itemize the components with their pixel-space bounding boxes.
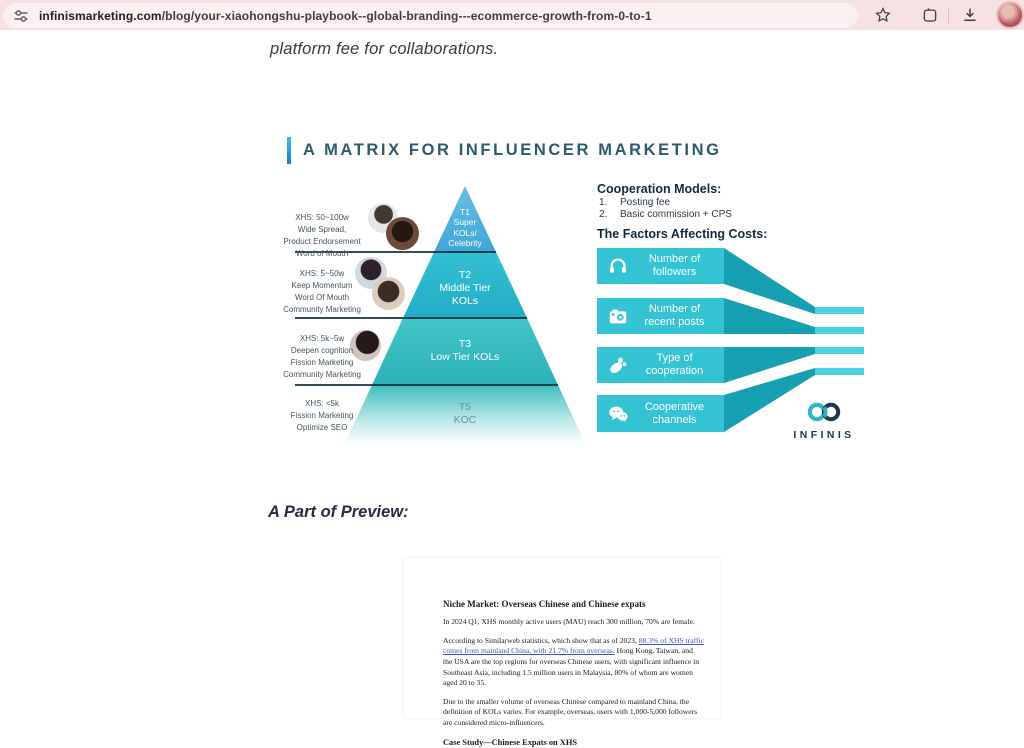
factor-card-recent-posts: Number of recent posts	[597, 298, 724, 334]
logo-text: INFINIS	[793, 429, 855, 441]
doc-text: According to Similarweb statistics, whic…	[443, 635, 639, 645]
tier-5-segment	[345, 385, 585, 443]
doc-link[interactable]: 88.3% of XHS traffic comes from mainland…	[443, 635, 704, 656]
preview-heading: A Part of Preview:	[268, 503, 409, 521]
ribbon-2	[724, 298, 815, 334]
url-domain: infinismarketing.com	[39, 8, 162, 23]
stripe-1	[815, 307, 864, 314]
tier-1-description: XHS: 50~100w Wide Spread, Product Endors…	[283, 213, 361, 258]
doc-paragraph-2: According to Similarweb statistics, whic…	[443, 636, 704, 689]
ribbon-3	[724, 347, 815, 383]
doc-text: Hong Kong, Taiwan, and the USA are the t…	[443, 646, 700, 688]
tier-3-description: XHS: 5k~5w Deepen cognition Fission Mark…	[283, 334, 361, 379]
infinity-icon	[807, 402, 841, 422]
infinis-logo: INFINIS	[786, 401, 862, 441]
pyramid-chart	[295, 186, 585, 443]
tier-5-description: XHS: <5k Fission Marketing Optimize SEO	[290, 399, 354, 432]
cooperation-models-title: Cooperation Models:	[597, 182, 722, 196]
stripe-3	[815, 347, 864, 354]
influencer-avatar-t3	[350, 330, 381, 361]
influencer-avatar-t2b	[372, 277, 405, 310]
cost-factors-title: The Factors Affecting Costs:	[597, 227, 768, 241]
influencer-avatar-t1b	[386, 217, 419, 250]
title-accent-bar	[287, 137, 291, 164]
profile-avatar[interactable]	[996, 1, 1024, 29]
doc-title: Niche Market: Overseas Chinese and Chine…	[443, 599, 646, 609]
chat-bubbles-icon	[609, 406, 628, 422]
hand-coins-icon	[610, 357, 627, 374]
download-icon[interactable]	[961, 6, 979, 24]
site-settings-icon[interactable]	[13, 8, 29, 24]
factor-card-cooperation-type: Type of cooperation	[597, 347, 724, 383]
address-bar[interactable]: infinismarketing.com/blog/your-xiaohongs…	[3, 3, 858, 28]
tier-1-segment	[434, 186, 496, 252]
factor-label: Type of cooperation	[645, 352, 704, 377]
factor-label: Number of recent posts	[644, 303, 705, 328]
cooperation-item-2: 2. Basic commission + CPS	[599, 209, 732, 220]
doc-case-study-title: Case Study—Chinese Expats on XHS	[443, 737, 578, 747]
bookmark-star-icon[interactable]	[874, 6, 892, 24]
item-text: Basic commission + CPS	[620, 209, 732, 220]
headset-icon	[610, 258, 626, 273]
url-path: /blog/your-xiaohongshu-playbook--global-…	[161, 8, 652, 23]
intro-paragraph: platform fee for collaborations.	[270, 40, 499, 58]
tier-3-segment	[372, 318, 558, 385]
document-preview: Niche Market: Overseas Chinese and Chine…	[404, 558, 720, 747]
tier-1-label: T1 Super KOLs/ Celebrity	[448, 207, 482, 249]
cooperation-item-1: 1. Posting fee	[599, 197, 670, 208]
url-text[interactable]: infinismarketing.com/blog/your-xiaohongs…	[39, 9, 652, 23]
toolbar-divider	[948, 7, 949, 23]
tier-3-label: T3 Low Tier KOLs	[430, 338, 500, 363]
item-text: Posting fee	[620, 197, 671, 208]
stripe-2	[815, 327, 864, 334]
tier-2-segment	[403, 252, 527, 318]
factor-label: Cooperative channels	[644, 400, 705, 426]
doc-paragraph-1: In 2024 Q1, XHS monthly active users (MA…	[443, 617, 695, 626]
item-number: 2.	[599, 209, 608, 220]
tier-2-label: T2 Middle Tier KOLs	[439, 269, 491, 307]
factor-card-followers: Number of followers	[597, 248, 724, 284]
funnel-ribbons	[724, 248, 864, 432]
ribbon-4	[724, 368, 815, 432]
browser-topbar: infinismarketing.com/blog/your-xiaohongs…	[0, 0, 1024, 30]
extensions-icon[interactable]	[921, 6, 939, 24]
tier-2-description: XHS: 5~50w Keep Momentum Word Of Mouth C…	[283, 269, 361, 314]
section-title-block: A MATRIX FOR INFLUENCER MARKETING	[287, 137, 722, 164]
factor-card-channels: Cooperative channels	[597, 395, 724, 432]
doc-paragraph-3: Due to the smaller volume of overseas Ch…	[443, 696, 698, 727]
camera-icon	[609, 309, 627, 324]
ribbon-1	[724, 248, 815, 314]
item-number: 1.	[599, 197, 608, 208]
tier-5-label: T5 KOC	[453, 401, 477, 426]
section-title: A MATRIX FOR INFLUENCER MARKETING	[303, 141, 722, 159]
factor-label: Number of followers	[648, 253, 701, 278]
stripe-4	[815, 368, 864, 375]
